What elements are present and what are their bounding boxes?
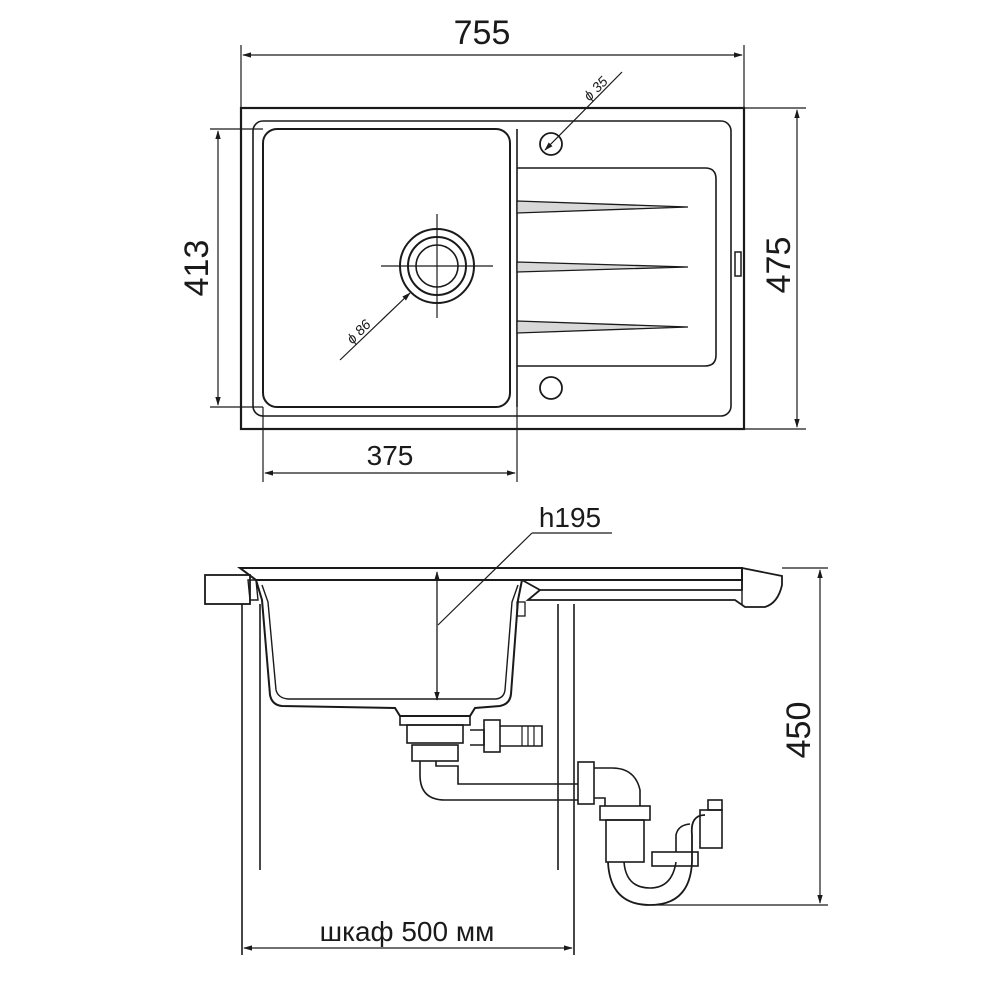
drainer-area xyxy=(517,167,717,367)
dimension-bowl-width-375: 375 xyxy=(262,407,518,482)
dim-413-label: 413 xyxy=(178,240,216,297)
dimension-bowl-depth-413: 413 xyxy=(178,128,263,408)
dimension-width-755: 755 xyxy=(240,14,745,108)
cabinet-walls xyxy=(241,604,575,955)
countertop-left xyxy=(204,574,251,605)
dimension-height-h195: h195 xyxy=(434,502,612,701)
dim-755-label: 755 xyxy=(454,14,511,52)
sink-top-rim xyxy=(237,567,743,581)
drainer-grooves xyxy=(516,200,689,334)
sink-inner-rim xyxy=(252,120,732,417)
dimension-cabinet-500: шкаф 500 мм xyxy=(243,916,573,951)
dim-475-label: 475 xyxy=(760,237,798,294)
sink-outer-rim xyxy=(239,106,746,431)
mounting-clip xyxy=(516,601,526,617)
side-view: h195 450 шкаф 500 мм xyxy=(204,502,828,955)
dim-86-label: ϕ 86 xyxy=(343,316,374,347)
faucet-hole xyxy=(539,132,563,156)
dim-cabinet-label: шкаф 500 мм xyxy=(320,916,495,947)
bowl-outline xyxy=(262,128,511,408)
dim-450-label: 450 xyxy=(780,702,818,759)
side-slot xyxy=(734,251,742,277)
bowl-profile xyxy=(255,579,523,717)
dimension-height-450: 450 xyxy=(650,567,828,906)
dim-h195-label: h195 xyxy=(539,502,601,533)
drain-hole-callout: ϕ 86 xyxy=(339,292,411,361)
dimension-depth-475: 475 xyxy=(744,107,806,430)
dim-375-label: 375 xyxy=(367,440,414,471)
dim-35-label: ϕ 35 xyxy=(580,73,611,104)
overflow-hole xyxy=(539,376,563,400)
faucet-hole-callout: ϕ 35 xyxy=(544,71,623,151)
top-view: 755 475 413 375 ϕ 35 xyxy=(178,14,806,482)
drain-hole xyxy=(381,214,493,318)
siphon-assembly xyxy=(399,715,723,906)
